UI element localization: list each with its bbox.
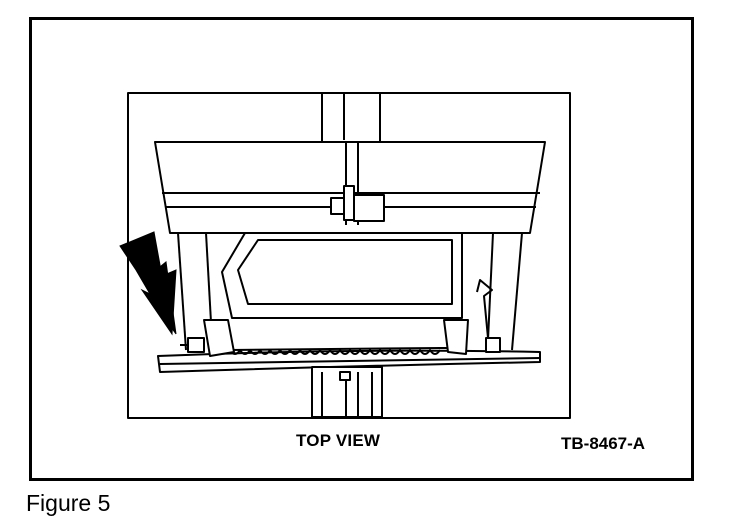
arrow-icon [119,231,177,336]
right-bracket [443,319,469,355]
inner-tray [221,232,463,319]
bottom-bar [157,349,541,373]
center-column [321,93,347,225]
view-label: TOP VIEW [296,431,381,450]
left-bracket [203,319,235,357]
figure-frame [29,17,694,481]
drawing-id: TB-8467-A [561,434,646,453]
figure-caption: Figure 5 [26,490,111,516]
center-clamp [353,194,385,222]
upper-housing [154,141,546,234]
